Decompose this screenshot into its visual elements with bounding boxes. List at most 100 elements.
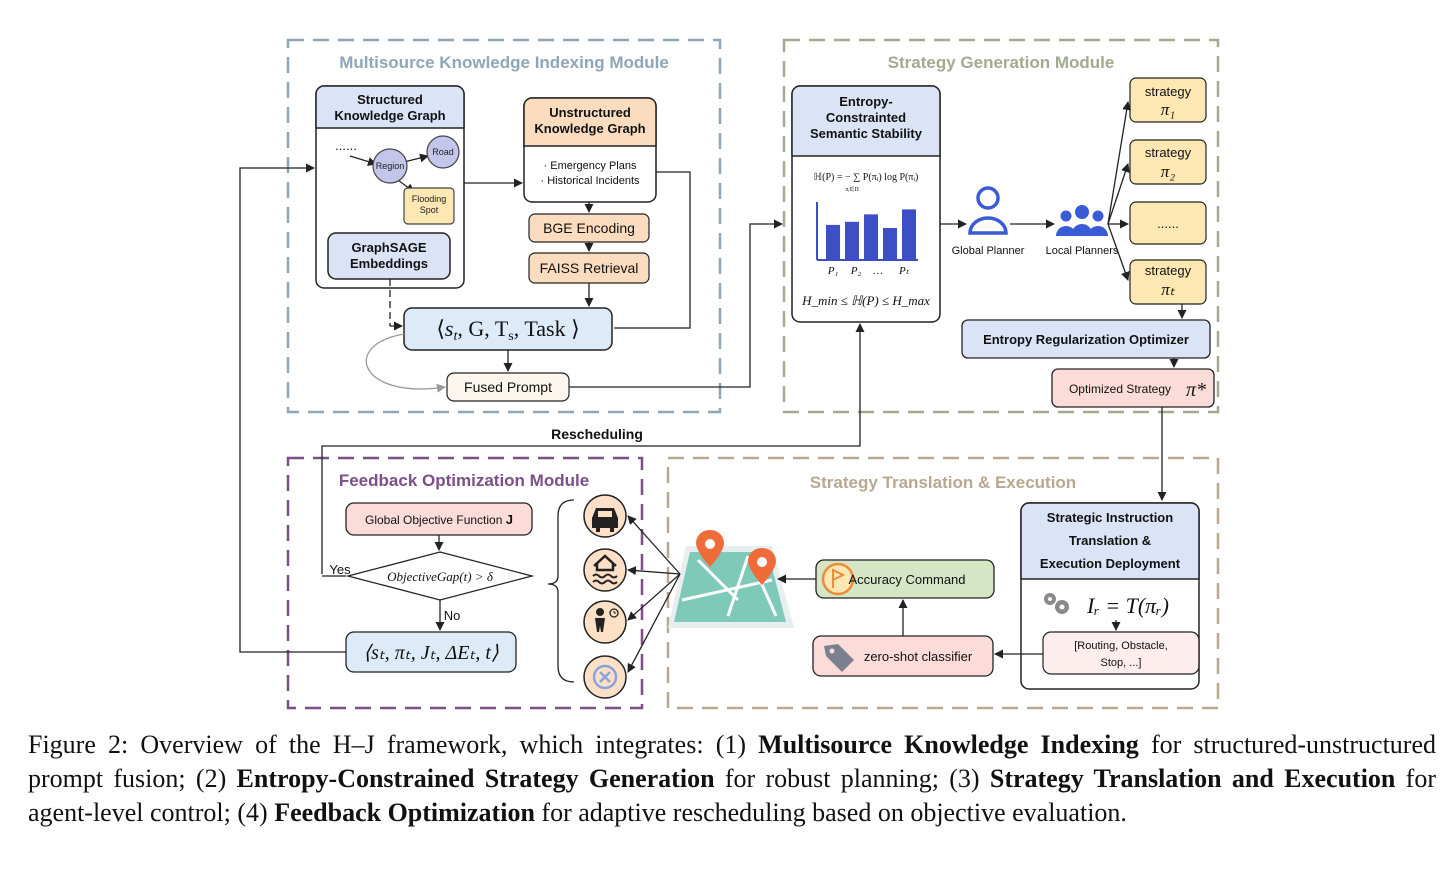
tuple-g-t: , G, T bbox=[457, 316, 508, 341]
worker-icon bbox=[583, 600, 627, 644]
optimized-strategy-label: Optimized Strategy bbox=[1069, 382, 1171, 396]
accuracy-command: Accuracy Command bbox=[815, 559, 995, 599]
caption-bold-1: Multisource Knowledge Indexing bbox=[758, 730, 1139, 759]
feedback-module: Feedback Optimization Module bbox=[286, 456, 644, 710]
strategy-1-word: strategy bbox=[1145, 84, 1192, 99]
sit-line2: Translation & bbox=[1069, 533, 1151, 548]
flooding-spot-node bbox=[403, 187, 455, 225]
bar-label: … bbox=[873, 265, 883, 277]
sit-line1: Strategic Instruction bbox=[1047, 510, 1173, 525]
figure-caption: Figure 2: Overview of the H–J framework,… bbox=[28, 728, 1436, 830]
map-icon bbox=[668, 530, 794, 628]
faiss-label: FAISS Retrieval bbox=[540, 260, 639, 276]
context-tuple: ⟨st, G, Ts, Task ⟩ bbox=[403, 307, 613, 351]
bar-labels: P₁ P₂ … Pₜ bbox=[827, 265, 910, 277]
entropy-bar bbox=[826, 224, 840, 259]
tuple-task: , Task bbox=[514, 316, 571, 341]
global-objective-function: Global Objective Function J bbox=[345, 502, 533, 536]
tag-icon bbox=[824, 644, 854, 672]
feedback-module-title: Feedback Optimization Module bbox=[339, 471, 589, 490]
caption-text-1: for structured-unstructured prompt fusio… bbox=[28, 730, 1436, 793]
ukg-item-historical: · Historical Incidents bbox=[540, 175, 640, 187]
graphsage-line1: GraphSAGE bbox=[351, 240, 426, 255]
structured-knowledge-graph: Structured Knowledge Graph ...... Region… bbox=[315, 85, 465, 289]
tuple-s: s bbox=[445, 316, 454, 341]
ukg-item-emergency: · Emergency Plans bbox=[544, 160, 637, 172]
entropy-title-line1: Entropy- bbox=[839, 94, 892, 109]
feedback-tuple-text: ⟨sₜ, πₜ, Jₜ, ΔEₜ, t⟩ bbox=[363, 642, 499, 664]
strategy-module-title: Strategy Generation Module bbox=[888, 53, 1115, 72]
feedback-brace bbox=[547, 499, 575, 683]
sit-line3: Execution Deployment bbox=[1040, 556, 1181, 571]
local-planners-label: Local Planners bbox=[1046, 245, 1119, 257]
entropy-bar bbox=[864, 214, 878, 259]
bge-label: BGE Encoding bbox=[543, 220, 635, 236]
bar-label: Pₜ bbox=[898, 265, 910, 277]
sit-formula: Iᵣ = T(πᵣ) bbox=[1086, 593, 1169, 618]
zero-shot-classifier: zero-shot classifier bbox=[812, 635, 994, 677]
strategy-t: strategy πₜ bbox=[1129, 259, 1207, 305]
caption-bold-3: Strategy Translation and Execution bbox=[989, 764, 1396, 793]
entropy-bar bbox=[883, 228, 897, 259]
local-planners: Local Planners bbox=[1046, 205, 1119, 257]
accuracy-command-label: Accuracy Command bbox=[848, 572, 965, 587]
ero-label: Entropy Regularization Optimizer bbox=[983, 332, 1189, 347]
skg-title-line2: Knowledge Graph bbox=[334, 108, 445, 123]
strategy-1-pi: π₁ bbox=[1161, 100, 1175, 119]
strategy-module: Strategy Generation Module bbox=[782, 38, 1220, 414]
decision-yes: Yes bbox=[329, 562, 351, 577]
region-label: Region bbox=[376, 161, 405, 171]
strategy-dots-label: ...... bbox=[1157, 216, 1179, 231]
indexing-module-title: Multisource Knowledge Indexing Module bbox=[339, 53, 669, 72]
feedback-connectors bbox=[322, 535, 445, 631]
caption-bold-2: Entropy-Constrained Strategy Generation bbox=[236, 764, 715, 793]
sit-list-box bbox=[1042, 631, 1200, 675]
tuple-s-sub: t bbox=[453, 329, 458, 344]
optimized-strategy-pi: π* bbox=[1186, 379, 1206, 401]
rescheduling-label: Rescheduling bbox=[551, 426, 643, 442]
flooding-label-1: Flooding bbox=[412, 194, 447, 204]
decision-no: No bbox=[444, 608, 461, 623]
flooding-label-2: Spot bbox=[420, 205, 439, 215]
flag-icon bbox=[821, 562, 855, 596]
caption-text-3: for agent-level control; (4) bbox=[28, 764, 1436, 827]
road-label: Road bbox=[432, 147, 454, 157]
bar-label: P₂ bbox=[850, 265, 862, 277]
decision-text: ObjectiveGap(t) > δ bbox=[387, 569, 494, 584]
optimized-strategy: Optimized Strategy π* bbox=[1051, 368, 1215, 408]
indexing-module: Multisource Knowledge Indexing Module bbox=[286, 38, 722, 414]
strategy-2-pi: π₂ bbox=[1161, 162, 1176, 181]
strategy-dots: ...... bbox=[1129, 201, 1207, 245]
entropy-formula: ℍ(P) = − ∑ P(πᵢ) log P(πᵢ) bbox=[814, 172, 919, 183]
car-icon bbox=[583, 494, 627, 538]
region-node bbox=[372, 148, 408, 184]
global-planner: Global Planner bbox=[952, 186, 1025, 257]
entropy-formula-lhs: ℍ(P) = − bbox=[814, 172, 851, 183]
outer-connectors bbox=[239, 163, 865, 653]
translation-module: Strategy Translation & Execution bbox=[666, 456, 1220, 710]
bar-label: P₁ bbox=[827, 265, 839, 277]
entropy-title-line3: Semantic Stability bbox=[810, 126, 923, 141]
entropy-bar bbox=[845, 221, 859, 259]
global-planner-label: Global Planner bbox=[952, 245, 1025, 257]
caption-prefix: Figure 2: Overview of the H–J framework,… bbox=[28, 730, 759, 759]
skg-title-line1: Structured bbox=[357, 92, 423, 107]
graphsage-box bbox=[327, 232, 451, 280]
faiss-retrieval: FAISS Retrieval bbox=[528, 252, 650, 284]
strategy-t-word: strategy bbox=[1145, 263, 1192, 278]
strategy-1: strategy π₁ bbox=[1129, 77, 1207, 123]
objective-gap-decision: ObjectiveGap(t) > δ Yes No bbox=[329, 551, 535, 623]
caption-text-4: for adaptive rescheduling based on objec… bbox=[534, 798, 1127, 827]
strategy-connectors bbox=[940, 101, 1187, 501]
ukg-title-line2: Knowledge Graph bbox=[534, 121, 645, 136]
entropy-bar-chart bbox=[826, 209, 916, 259]
fused-prompt: Fused Prompt bbox=[446, 372, 570, 402]
person-icon bbox=[968, 186, 1008, 235]
indexing-connectors bbox=[365, 171, 783, 393]
entropy-stability-box: Entropy- Constrainted Semantic Stability… bbox=[791, 85, 941, 323]
ukg-title-line1: Unstructured bbox=[549, 105, 631, 120]
translation-module-title: Strategy Translation & Execution bbox=[810, 473, 1076, 492]
fused-prompt-label: Fused Prompt bbox=[464, 379, 552, 395]
entropy-regularization-optimizer: Entropy Regularization Optimizer bbox=[961, 319, 1211, 359]
caption-bold-4: Feedback Optimization bbox=[274, 798, 535, 827]
